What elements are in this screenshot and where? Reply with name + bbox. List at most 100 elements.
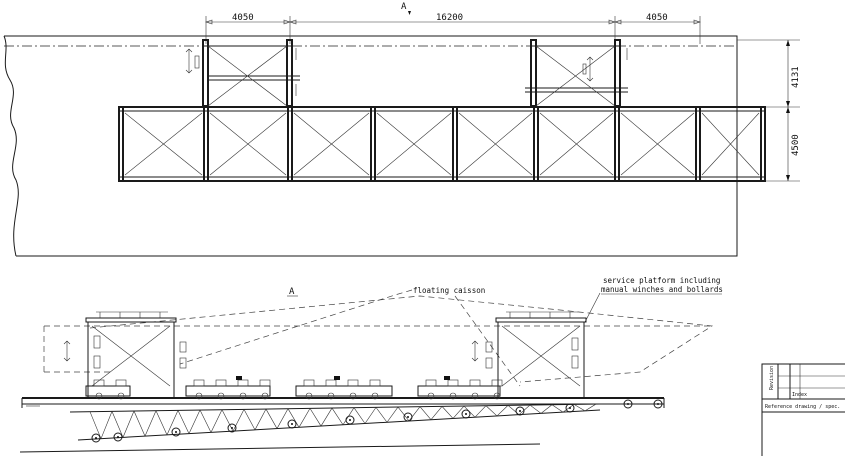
main-truss-plan xyxy=(118,106,766,182)
ramp-roller xyxy=(345,415,355,425)
callout-service-platform-1: service platform including xyxy=(603,276,720,285)
bollard xyxy=(334,376,340,380)
ramp-brace xyxy=(144,410,157,437)
ramp-roller xyxy=(91,433,101,443)
ramp-brace xyxy=(397,406,410,422)
section-marker-top: A xyxy=(401,2,407,12)
winch-unit xyxy=(115,379,127,387)
carriage-wheel xyxy=(195,392,203,400)
ramp-roller xyxy=(565,403,575,413)
plan-view: 4050 16200 4050 A 4131 4500 xyxy=(3,2,801,257)
winch-unit xyxy=(469,379,481,387)
winch-unit xyxy=(325,379,337,387)
right-frame-tower xyxy=(471,311,587,398)
carriage-wheel xyxy=(327,392,335,400)
ramp-brace xyxy=(188,409,201,434)
winch-unit xyxy=(237,379,249,387)
roller-axle xyxy=(291,423,293,425)
dim-upper-height: 4131 xyxy=(791,66,801,88)
roller-axle xyxy=(231,427,233,429)
winch-unit xyxy=(347,379,359,387)
ramp-brace xyxy=(210,409,223,433)
carriage-wheel xyxy=(349,392,357,400)
ramp-brace xyxy=(320,407,333,427)
deck xyxy=(21,397,665,408)
ramp-brace xyxy=(496,405,509,417)
title-block-side-label: Revision xyxy=(769,366,775,390)
ramp-roller xyxy=(171,427,181,437)
ramp-brace xyxy=(540,404,553,414)
truss-post xyxy=(452,106,458,182)
truss-brace xyxy=(376,112,452,176)
ramp-brace xyxy=(551,404,564,413)
carriage-wheel xyxy=(239,392,247,400)
ramp-brace xyxy=(254,408,267,430)
truss-brace xyxy=(701,112,760,176)
truss-brace xyxy=(209,112,287,176)
bollard xyxy=(444,376,450,380)
roller-axle xyxy=(407,416,409,418)
roller-axle xyxy=(465,413,467,415)
ramp-brace xyxy=(298,408,311,428)
ramp-brace xyxy=(155,410,168,436)
right-guide-tower xyxy=(525,39,628,107)
truss-post xyxy=(614,106,620,182)
roller-axle xyxy=(519,410,521,412)
carriage-wheel xyxy=(471,392,479,400)
side-view: A floating caisson service platform incl… xyxy=(19,276,723,453)
roller-axle xyxy=(117,436,119,438)
ramp-brace xyxy=(441,406,454,419)
left-frame-tower xyxy=(63,311,187,398)
roller-axle xyxy=(349,419,351,421)
carriage-body xyxy=(185,385,271,397)
winch-unit xyxy=(259,379,271,387)
bollard xyxy=(236,376,242,380)
section-label-side: A xyxy=(289,287,295,297)
roller-axle xyxy=(657,403,659,405)
ramp-brace xyxy=(309,408,322,427)
ramp-brace xyxy=(276,408,289,429)
winch-unit xyxy=(93,379,105,387)
break-line xyxy=(3,35,19,257)
left-guide-tower xyxy=(185,39,300,107)
winch-unit xyxy=(193,379,205,387)
ramp-roller xyxy=(623,399,633,409)
roller-axle xyxy=(175,431,177,433)
ramp-brace xyxy=(562,404,575,413)
ramp-roller xyxy=(227,423,237,433)
truss-post xyxy=(695,106,701,182)
section-arrow xyxy=(408,11,411,15)
dim-lower-height: 4500 xyxy=(791,134,801,156)
carriage-wheel xyxy=(117,392,125,400)
ramp-brace xyxy=(529,404,542,414)
caisson-leader xyxy=(179,289,413,365)
roller-axle xyxy=(627,403,629,405)
title-block-reference: Reference drawing / spec. xyxy=(765,404,840,410)
ramp-brace xyxy=(408,406,421,422)
ramp-brace xyxy=(111,411,124,438)
carriage-wheel xyxy=(217,392,225,400)
carriages xyxy=(85,376,503,400)
ramp-brace xyxy=(265,408,278,429)
ramp-roller xyxy=(287,419,297,429)
ramp-brace xyxy=(177,410,190,434)
carriage-wheel xyxy=(95,392,103,400)
carriage-body xyxy=(295,385,393,397)
winch-unit xyxy=(447,379,459,387)
ramp-brace xyxy=(232,409,245,432)
ramp-roller xyxy=(515,406,525,416)
platform-leader xyxy=(584,292,601,323)
carriage-wheel xyxy=(449,392,457,400)
truss-brace xyxy=(539,112,614,176)
ramp-truss xyxy=(19,403,601,453)
roller-axle xyxy=(569,407,571,409)
ramp-brace xyxy=(364,407,377,424)
ramp-brace xyxy=(122,410,135,438)
title-block: Revision Index Reference drawing / spec. xyxy=(761,363,845,456)
carriage-body xyxy=(85,385,131,397)
ramp-brace xyxy=(507,405,520,415)
top-dimension-chain xyxy=(205,16,701,44)
dim-middle-span: 16200 xyxy=(436,13,463,23)
winch-unit xyxy=(425,379,437,387)
truss-post xyxy=(203,106,209,182)
